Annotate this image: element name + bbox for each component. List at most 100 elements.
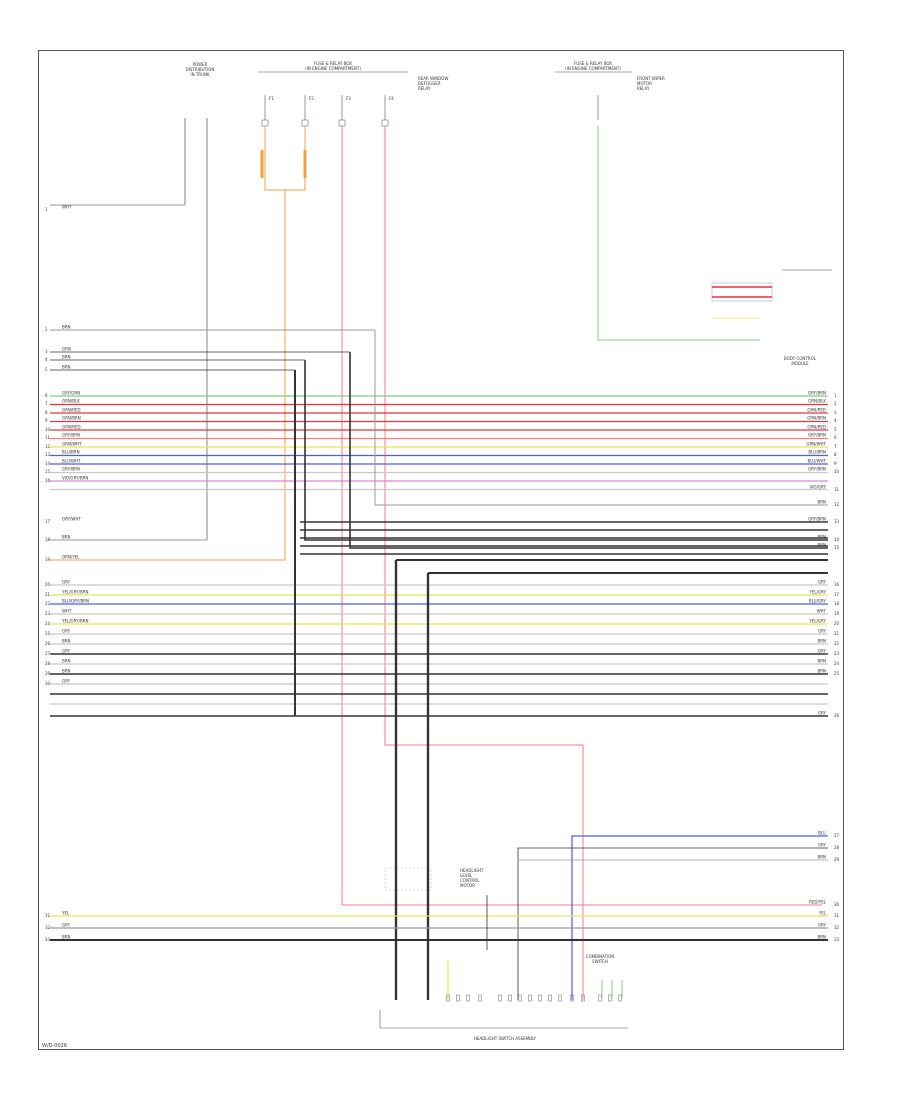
pin-number-left: 23 — [45, 611, 51, 616]
pin — [478, 994, 482, 1002]
pin — [581, 994, 585, 1002]
wire-label-right: BLU — [818, 831, 826, 836]
pin-number-right: 11 — [834, 487, 840, 492]
pin — [598, 994, 602, 1002]
pin-number-left: 10 — [45, 427, 51, 432]
wire-label-right: BRN — [817, 543, 826, 548]
connector-box — [711, 282, 773, 302]
wire-label-right: GRY/BRN — [808, 433, 826, 438]
level-motor-label: HEADLIGHT — [460, 868, 484, 873]
wire-label-right: YEL/GRY — [808, 619, 826, 624]
green-wire — [597, 126, 760, 341]
pin-number-right: 10 — [834, 469, 840, 474]
pin-number-left: 20 — [45, 582, 51, 587]
pin-number-right: 7 — [834, 444, 837, 449]
fuse-box-right-label: (IN ENGINE COMPARTMENT) — [565, 66, 621, 71]
pin-number-left: 21 — [45, 592, 51, 597]
pin — [498, 994, 502, 1002]
wire-label-left: GRN/BRN — [62, 416, 81, 421]
pin-number-left: 22 — [45, 601, 51, 606]
fuse-id: F1 — [269, 96, 274, 101]
pin-number-right: 13 — [834, 519, 840, 524]
pin-number-left: 17 — [45, 519, 51, 524]
wire-label-left: GRY — [62, 580, 71, 585]
wire-label-left: GRY/BRN — [62, 433, 80, 438]
pin-number-left: 14 — [45, 461, 51, 466]
wire-label-right: BLU/BRN — [808, 450, 826, 455]
orange-loop — [264, 126, 306, 191]
pin-number-left: 18 — [45, 537, 51, 542]
black-wire-low — [517, 847, 828, 1000]
pin — [558, 994, 562, 1002]
pin-number-left: 12 — [45, 444, 51, 449]
blue-wire — [571, 835, 828, 1000]
wire-label-right: BRN — [817, 500, 826, 505]
wiper-relay-label: FRONT WIPER — [637, 76, 665, 81]
wire-label-right: GRY — [818, 711, 827, 716]
wire-label-left: VIO/GRY/BRN — [62, 476, 88, 481]
pin-number-right: 27 — [834, 833, 840, 838]
wire-label-left: WHT — [62, 609, 72, 614]
wire-label-right: BLU/GRY — [809, 599, 827, 604]
wire-label-right: YEL/GRY — [808, 590, 826, 595]
pin-number-left: 24 — [45, 621, 51, 626]
wire-label-left: GRN/BLK — [62, 399, 80, 404]
wire-label-right: BRN — [817, 535, 826, 540]
relay-label: RELAY — [418, 86, 431, 91]
wire-label-right: VIO/GRY — [810, 485, 827, 490]
pin-number-right: 19 — [834, 611, 840, 616]
relay-label: DEFOGGER — [418, 81, 441, 86]
pin-number-right: 31 — [834, 913, 840, 918]
pin-number-left: 16 — [45, 478, 51, 483]
pin-number-right: 22 — [834, 641, 840, 646]
power-distribution-label: POWER — [193, 62, 208, 67]
pin-number-right: 8 — [834, 452, 837, 457]
wire-label-right: GRN/RED — [807, 425, 826, 430]
wire-label-right: GRY — [818, 843, 827, 848]
wire-label-right: BRN — [817, 639, 826, 644]
wire-label-right: GRY/BRN — [808, 467, 826, 472]
wire-label-left: BRN — [62, 365, 71, 370]
wiper-relay-label: MOTOR — [637, 81, 652, 86]
wire-label-left: ORN/YEL — [62, 555, 80, 560]
wire-label-left: YEL — [61, 911, 70, 916]
pin-number-left: 1 — [45, 207, 48, 212]
pin-number-left: 4 — [45, 357, 48, 362]
wire-label-right: BLU/WHT — [808, 459, 827, 464]
level-motor-label: CONTROL — [460, 878, 480, 883]
wire-label-right: GRN/BLK — [808, 399, 826, 404]
pin-number-right: 26 — [834, 713, 840, 718]
relay-box — [384, 867, 432, 891]
pin-number-right: 9 — [834, 461, 837, 466]
pin-number-right: 15 — [834, 545, 840, 550]
pin-number-left: 28 — [45, 661, 51, 666]
pin-number-right: 6 — [834, 435, 837, 440]
wire-label-right: WHT — [817, 609, 827, 614]
pin-number-right: 33 — [834, 937, 840, 942]
pin-number-left: 2 — [45, 327, 48, 332]
wire-label-right: YEL — [818, 911, 827, 916]
pin-number-left: 8 — [45, 410, 48, 415]
bottom-bracket — [379, 1010, 628, 1029]
pin-number-right: 1 — [834, 393, 837, 398]
pin — [538, 994, 542, 1002]
wire-label-left: GRY/BRN — [62, 467, 80, 472]
pin-number-right: 3 — [834, 410, 837, 415]
wire-label-left: BLU/GRY/BRN — [62, 599, 89, 604]
wire-label-right: GRY — [818, 923, 827, 928]
wire-label-right: GRY — [818, 649, 827, 654]
wire-label-right: BRN — [817, 935, 826, 940]
fuse-box-label: FUSE & RELAY BOX — [314, 61, 352, 66]
wire-label-left: BRN — [62, 325, 71, 330]
wire-label-right: GRY/BRN — [808, 391, 826, 396]
pin-number-left: 31 — [45, 913, 51, 918]
wire-label-right: RED/YEL — [809, 900, 827, 905]
wire-label-left: GRY — [62, 649, 71, 654]
pin-number-right: 32 — [834, 925, 840, 930]
wire-label-left: GRY — [62, 679, 71, 684]
wire-label-left: BLU/WHT — [62, 459, 81, 464]
pin-number-left: 30 — [45, 681, 51, 686]
wire-label-right: GRY — [818, 629, 827, 634]
wire-label-right: BRN — [817, 659, 826, 664]
